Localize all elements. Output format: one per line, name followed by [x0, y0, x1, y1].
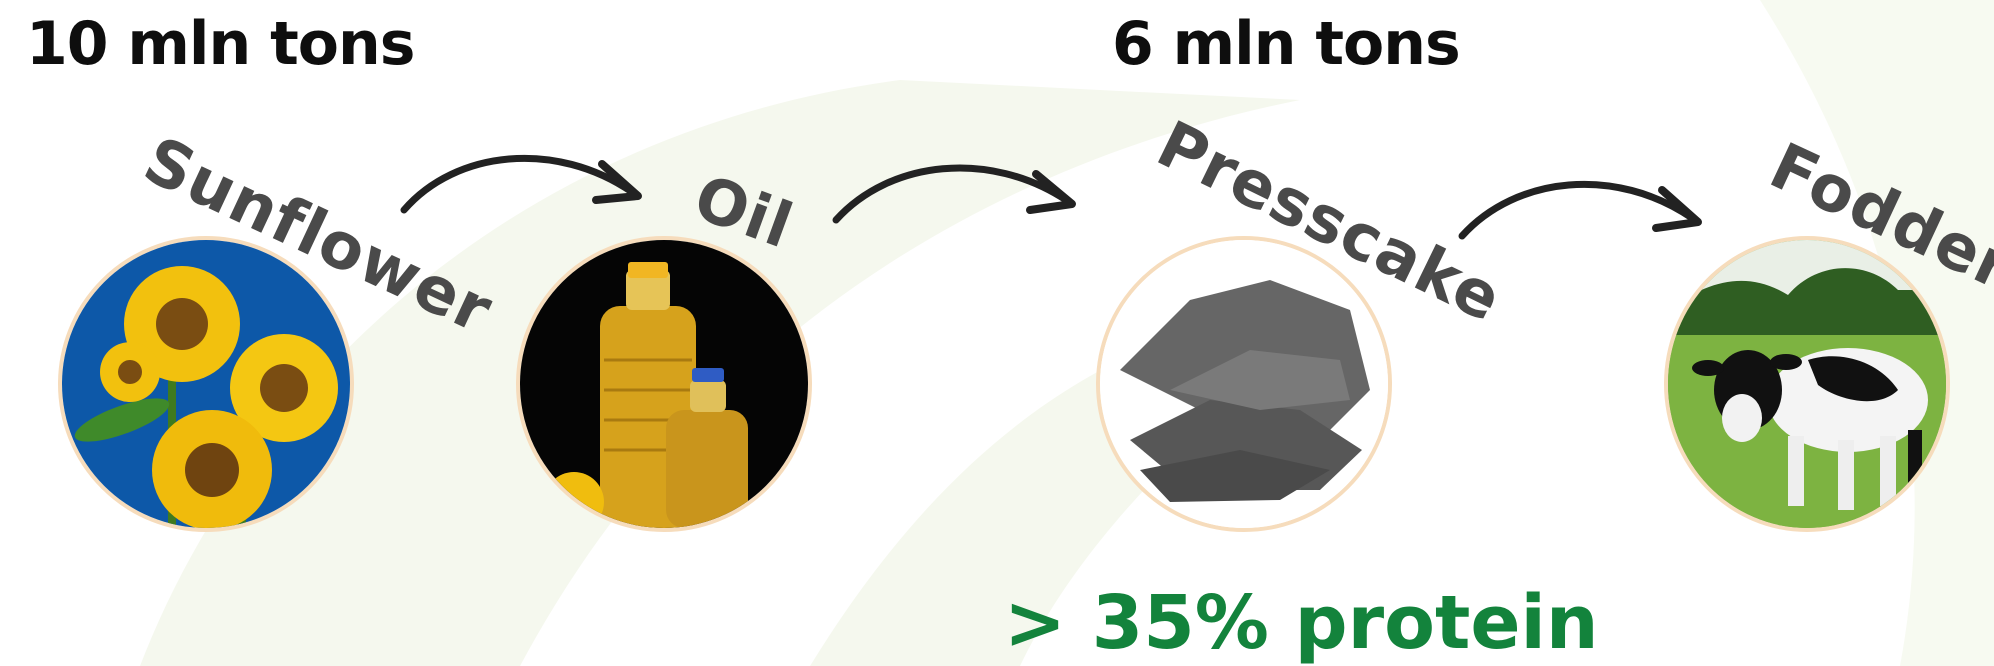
protein-note: > 35% protein [1004, 580, 1599, 666]
input-amount: 10 mln tons [26, 9, 415, 79]
output-amount: 6 mln tons [1112, 9, 1461, 79]
arrow-oil-to-presscake [832, 164, 1076, 224]
presscake-photo [1096, 236, 1392, 532]
arrow-presscake-to-fodder [1458, 180, 1702, 240]
sunflower-photo [58, 236, 354, 532]
arrow-sunflower-to-oil [400, 154, 642, 214]
oil-bottles-photo [516, 236, 812, 532]
cow-photo [1664, 236, 1950, 532]
